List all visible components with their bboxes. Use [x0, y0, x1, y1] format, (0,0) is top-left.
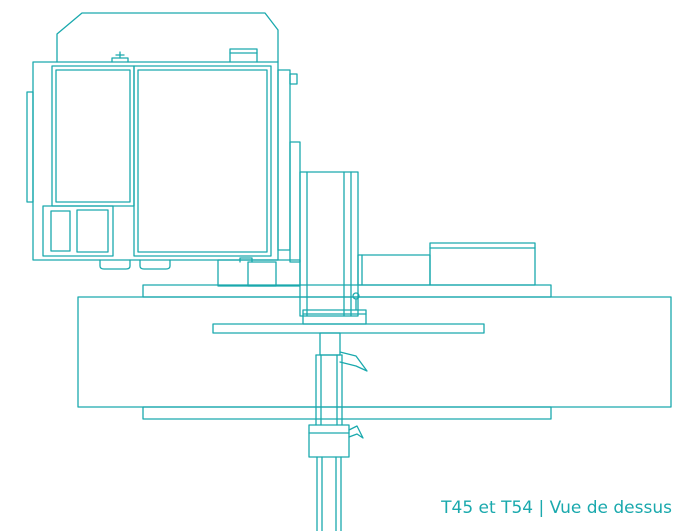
left-window-outer — [51, 65, 135, 207]
housing-right-plug — [289, 73, 298, 85]
upper-plate — [142, 284, 552, 298]
spindle-collar-top — [319, 332, 341, 356]
housing-left-strip — [26, 91, 34, 203]
top-tab — [229, 48, 258, 63]
housing-right-strip — [277, 69, 291, 251]
spindle-lever-bottom — [348, 425, 364, 439]
control-box — [42, 205, 114, 257]
right-connector — [357, 254, 431, 286]
right-panel-inner — [137, 69, 268, 253]
foot-left — [99, 259, 131, 270]
left-window-inner — [55, 69, 131, 203]
control-slot-right — [76, 209, 109, 253]
head-housing — [26, 12, 298, 270]
spindle-assembly — [308, 332, 368, 531]
left-connector-inner — [247, 261, 277, 287]
right-panel-outer — [133, 65, 272, 257]
diagram-caption: T45 et T54 | Vue de dessus — [441, 498, 672, 518]
spindle-gearbox — [308, 424, 350, 458]
spindle-lever-top — [339, 351, 368, 372]
right-motor-block — [429, 242, 536, 286]
control-slot-left — [50, 210, 71, 252]
worktable — [77, 284, 672, 420]
left-connector-cap — [239, 257, 253, 263]
main-table — [77, 296, 672, 408]
guide-bar — [212, 323, 485, 334]
lower-plate — [142, 406, 552, 420]
foot-right — [139, 259, 171, 270]
column-clamp — [302, 309, 367, 325]
side-rail — [289, 141, 301, 263]
left-connector — [217, 259, 301, 287]
top-cover — [56, 12, 279, 63]
right-accessories — [217, 141, 536, 287]
central-column — [299, 171, 367, 325]
column-outer — [299, 171, 359, 317]
